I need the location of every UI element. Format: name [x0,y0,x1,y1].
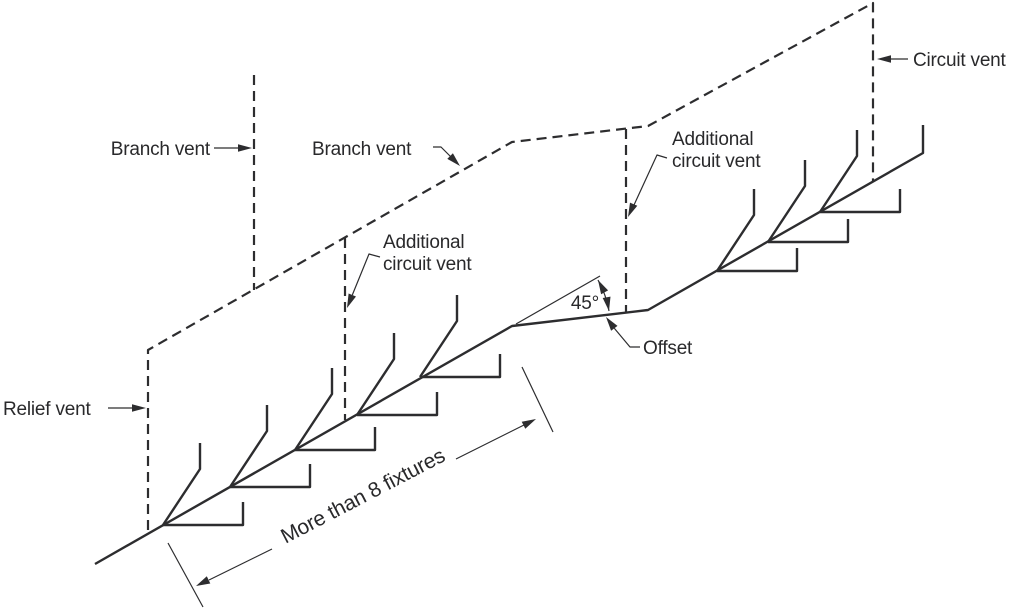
branch-vent-mid-leader [433,146,451,157]
fixture-drain-diagonal [766,160,807,243]
dimension-extension-line-left [167,542,204,608]
additional-circuit-vent-left-arrow [347,293,356,308]
dimension-arrow-right [521,419,536,429]
dimension-line-right-segment [455,424,525,460]
fixture-count-dimension [167,366,554,608]
fixture-drain-horizontal [163,502,245,527]
offset-leader [613,327,640,348]
fixture-drain-horizontal [420,354,502,379]
fixture-drain-horizontal [717,248,799,273]
labels: Branch vent Branch vent Circuit vent Rel… [3,50,1007,548]
relief-vent-label: Relief vent [3,399,91,420]
additional-circuit-vent-left-label-line2: circuit vent [383,254,472,275]
additional-circuit-vent-right-label: Additional circuit vent [672,129,762,172]
circuit-vent-label: Circuit vent [913,50,1007,71]
additional-circuit-vent-right-arrow [628,202,638,217]
angle-reference-line [515,275,601,325]
fixture-drain-horizontal [357,392,439,417]
fixture-drain-diagonal [161,443,202,526]
angle-annotation [515,275,611,325]
fixture-drain-horizontal [230,464,312,489]
branch-vent-left-arrow [238,144,252,152]
label-leaders [108,55,908,412]
angle-arc-arrow-upper [598,280,609,295]
fixture-drain-diagonal [715,189,756,272]
fixture-drain-diagonal [293,368,334,451]
additional-circuit-vent-right-label-line2: circuit vent [672,151,761,172]
additional-circuit-vent-left-leader [351,253,381,296]
branch-vent-mid-label: Branch vent [312,139,412,160]
additional-circuit-vent-right-label-line1: Additional [672,129,753,150]
fixture-drain-diagonal [228,405,269,488]
fixture-count-dimension-label: More than 8 fixtures [277,444,449,548]
vent-main-run [146,1,875,530]
relief-vent-arrow [132,404,146,412]
vent-piping-dashed [146,1,875,530]
dimension-line-left-segment [208,548,273,581]
dimension-arrow-left [196,576,211,586]
angle-arc-arrow-lower [602,296,611,311]
branch-vent-left-label: Branch vent [111,139,211,160]
fixture-branch-group-left [161,295,502,527]
drain-piping-solid [94,125,925,566]
angle-45-label: 45° [571,293,599,314]
branch-vent-mid-arrow [447,153,460,166]
offset-label: Offset [643,338,693,359]
fixture-drain-diagonal [818,130,859,213]
fixture-branch-group-right [715,130,902,273]
additional-circuit-vent-left-label: Additional circuit vent [383,232,473,275]
horizontal-drain-with-offset [94,125,925,566]
fixture-drain-diagonal [418,295,459,378]
additional-circuit-vent-left-label-line1: Additional [383,232,464,253]
fixture-drain-horizontal [820,189,902,214]
fixture-drain-horizontal [295,427,377,452]
dimension-extension-line-right [521,366,554,433]
circuit-vent-arrow [877,55,891,63]
additional-circuit-vent-right-leader [633,154,668,206]
offset-arrow [606,317,618,331]
fixture-drain-horizontal [768,219,850,244]
fixture-drain-diagonal [355,333,396,416]
